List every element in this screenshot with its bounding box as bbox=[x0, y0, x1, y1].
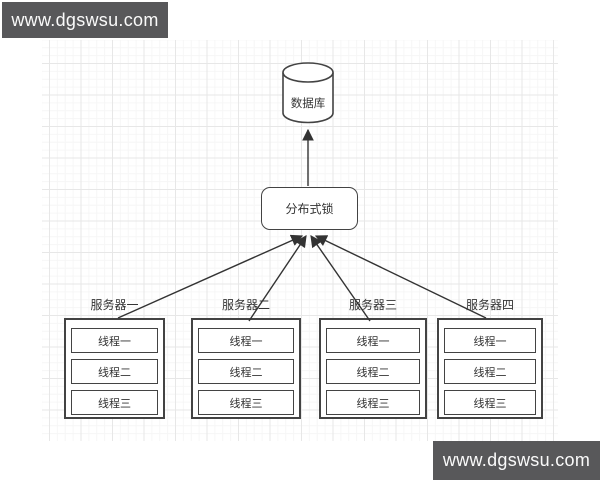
server-4-group: 服务器四 线程一 线程二 线程三 bbox=[437, 298, 543, 419]
thread-box: 线程一 bbox=[444, 328, 536, 353]
database-cylinder-icon bbox=[282, 62, 334, 124]
thread-box: 线程一 bbox=[326, 328, 420, 353]
thread-box: 线程一 bbox=[71, 328, 158, 353]
server-3-group: 服务器三 线程一 线程二 线程三 bbox=[319, 298, 427, 419]
watermark-bottom-right: www.dgswsu.com bbox=[433, 441, 600, 480]
server-1-box: 线程一 线程二 线程三 bbox=[64, 318, 165, 419]
thread-box: 线程三 bbox=[444, 390, 536, 415]
distributed-lock-label: 分布式锁 bbox=[285, 202, 334, 216]
database-label: 数据库 bbox=[290, 98, 326, 110]
watermark-text: www.dgswsu.com bbox=[11, 9, 159, 30]
watermark-text: www.dgswsu.com bbox=[442, 450, 591, 470]
server-3-label: 服务器三 bbox=[348, 298, 397, 312]
database-node bbox=[282, 62, 334, 124]
thread-box: 线程二 bbox=[444, 359, 536, 384]
thread-box: 线程二 bbox=[326, 359, 420, 384]
server-3-box: 线程一 线程二 线程三 bbox=[319, 318, 427, 419]
thread-box: 线程三 bbox=[198, 390, 294, 415]
server-1-label: 服务器一 bbox=[90, 298, 139, 312]
watermark-top-left: www.dgswsu.com bbox=[2, 2, 168, 38]
thread-box: 线程三 bbox=[326, 390, 420, 415]
server-1-group: 服务器一 线程一 线程二 线程三 bbox=[64, 298, 165, 419]
thread-box: 线程一 bbox=[198, 328, 294, 353]
server-2-box: 线程一 线程二 线程三 bbox=[191, 318, 301, 419]
server-4-label: 服务器四 bbox=[465, 298, 514, 312]
server-2-label: 服务器二 bbox=[221, 298, 270, 312]
thread-box: 线程三 bbox=[71, 390, 158, 415]
thread-box: 线程二 bbox=[198, 359, 294, 384]
distributed-lock-node: 分布式锁 bbox=[261, 187, 358, 230]
thread-box: 线程二 bbox=[71, 359, 158, 384]
server-4-box: 线程一 线程二 线程三 bbox=[437, 318, 543, 419]
server-2-group: 服务器二 线程一 线程二 线程三 bbox=[191, 298, 301, 419]
